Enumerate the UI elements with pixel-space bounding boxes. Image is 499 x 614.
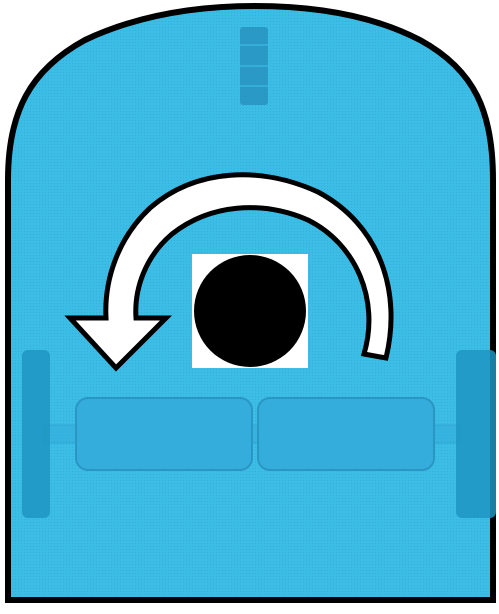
left-wheel-icon [22, 350, 50, 518]
rotate-counterclockwise-arrow-icon [64, 172, 394, 372]
right-wheel-icon [456, 350, 496, 518]
left-roller-icon [75, 397, 253, 471]
center-marker-icon [194, 255, 306, 367]
right-roller-icon [257, 397, 435, 471]
